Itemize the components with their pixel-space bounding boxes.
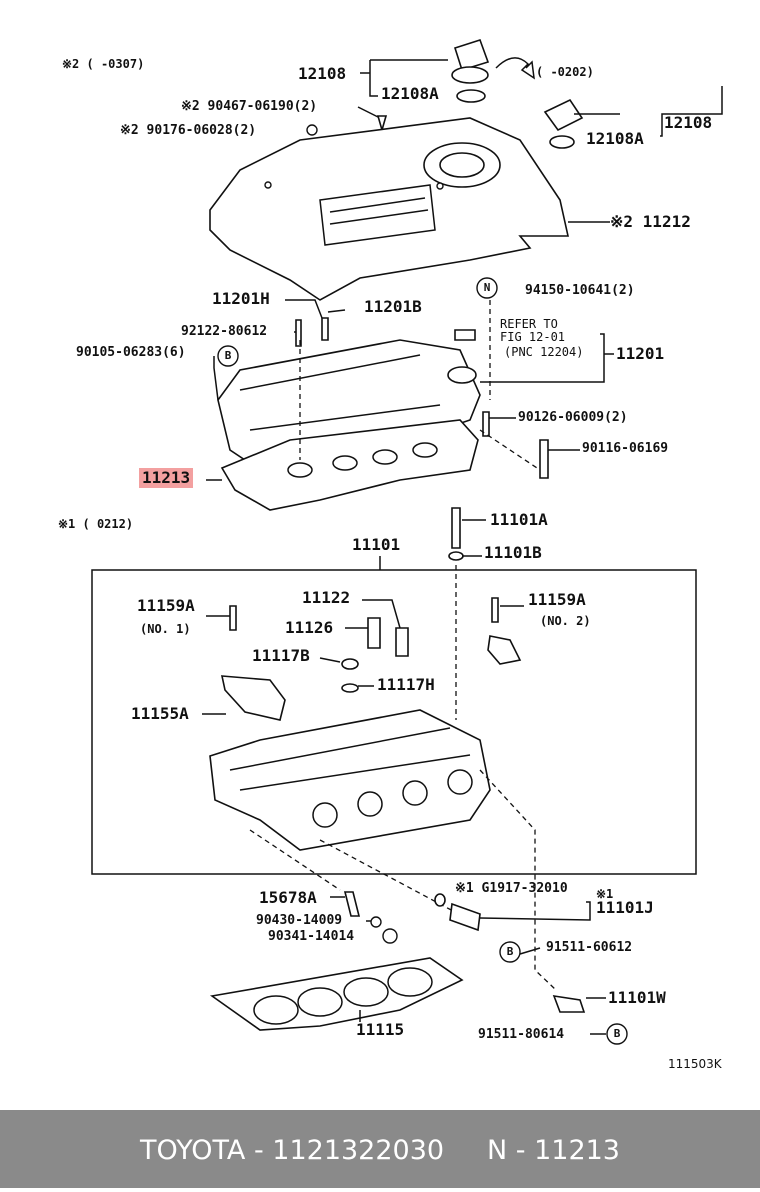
refer-line-1: REFER TO [500, 317, 558, 331]
part-11101b[interactable]: 11101B [484, 543, 542, 562]
part-91511-80614[interactable]: 91511-80614 [478, 1027, 565, 1042]
no1-label: (NO. 1) [140, 622, 191, 636]
part-12108[interactable]: 12108 [664, 113, 713, 132]
part-92122-80612[interactable]: 92122-80612 [181, 324, 268, 339]
part-11122[interactable]: 11122 [302, 588, 351, 607]
part-90467-06190[interactable]: ※2 90467-06190(2) [181, 99, 318, 114]
part-11101w[interactable]: 11101W [608, 988, 666, 1007]
part-11126[interactable]: 11126 [285, 618, 334, 637]
part-15678a[interactable]: 15678A [259, 888, 317, 907]
part-11201b[interactable]: 11201B [364, 297, 422, 316]
note-1-range: ※1 ( 0212) [58, 517, 134, 531]
part-90176-06028[interactable]: ※2 90176-06028(2) [120, 123, 257, 138]
part-11117b[interactable]: 11117B [252, 646, 310, 665]
head-gasket [209, 957, 464, 1031]
head-cover-gasket [220, 419, 479, 511]
part-90430-14009[interactable]: 90430-14009 [256, 913, 343, 928]
oil-filler-cap-right [543, 98, 584, 149]
part-11212[interactable]: ※2 11212 [610, 212, 691, 231]
cylinder-head [209, 709, 491, 851]
diagram-drawing [91, 39, 723, 1045]
part-91511-60612[interactable]: 91511-60612 [546, 940, 633, 955]
part-11101j[interactable]: 11101J [596, 898, 654, 917]
footer-bar: TOYOTA - 1121322030 N - 11213 [0, 1110, 760, 1188]
circle-b-icon: B [506, 945, 514, 958]
parts-diagram: N B B B ※2 ( -0307) 12108 12108A ( -0202… [58, 39, 723, 1071]
part-11101[interactable]: 11101 [352, 535, 401, 554]
no2-label: (NO. 2) [540, 614, 591, 628]
part-12108a[interactable]: 12108A [586, 129, 644, 148]
part-90341-14014[interactable]: 90341-14014 [268, 929, 355, 944]
part-12108[interactable]: 12108 [298, 64, 347, 83]
note-1-marker: ※1 [596, 887, 614, 901]
part-11115[interactable]: 11115 [356, 1020, 405, 1039]
part-90105-06283[interactable]: 90105-06283(6) [76, 345, 186, 360]
part-11117h[interactable]: 11117H [377, 675, 435, 694]
refer-line-3: (PNC 12204) [504, 345, 584, 359]
oil-filler-cap-top [451, 39, 490, 103]
part-11201[interactable]: 11201 [616, 344, 665, 363]
part-11201h[interactable]: 11201H [212, 289, 270, 308]
circle-n-icon: N [483, 281, 491, 294]
part-11155a[interactable]: 11155A [131, 704, 189, 723]
part-11159a-no2[interactable]: 11159A [528, 590, 586, 609]
footer-part-number: TOYOTA - 1121322030 N - 11213 [139, 1135, 620, 1166]
circle-b-icon: B [613, 1027, 621, 1040]
note-2-range: ※2 ( -0307) [62, 57, 145, 71]
part-11101a[interactable]: 11101A [490, 510, 548, 529]
engine-cover [209, 117, 569, 301]
diagram-id: 111503K [668, 1057, 722, 1071]
cylinder-head-group-frame [91, 569, 697, 875]
circle-b-icon: B [224, 349, 232, 362]
part-90116-06169[interactable]: 90116-06169 [582, 441, 669, 456]
part-12108a[interactable]: 12108A [381, 84, 439, 103]
part-g1917-32010[interactable]: ※1 G1917-32010 [455, 881, 568, 896]
range-0202: ( -0202) [536, 65, 594, 79]
refer-line-2[interactable]: FIG 12-01 [500, 330, 566, 344]
arrow-icon [495, 57, 535, 80]
part-11213-highlighted[interactable]: 11213 [139, 468, 194, 488]
part-90126-06009[interactable]: 90126-06009(2) [518, 410, 628, 425]
part-11159a-no1[interactable]: 11159A [137, 596, 195, 615]
part-94150-10641[interactable]: 94150-10641(2) [525, 283, 635, 298]
